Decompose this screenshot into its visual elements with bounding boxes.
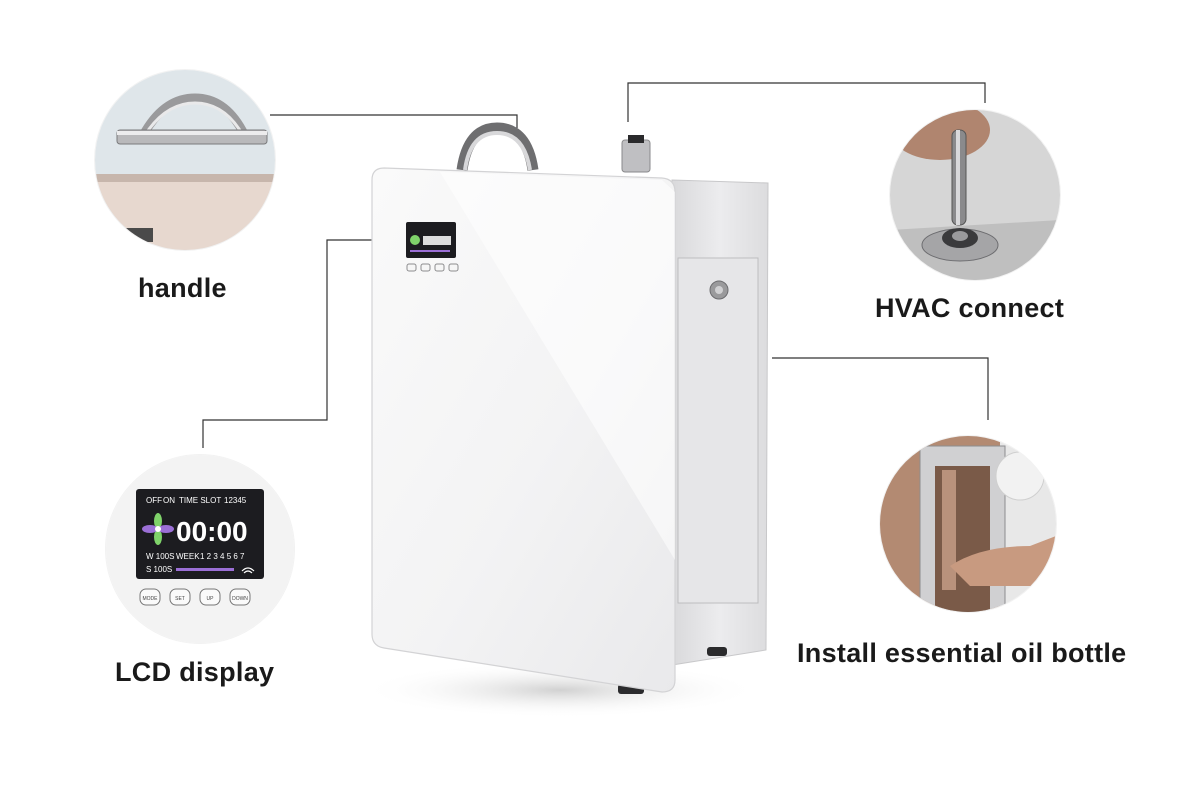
lcd-slots-text: 12345: [224, 496, 247, 505]
down-button-label[interactable]: DOWN: [232, 596, 248, 602]
fan-icon: [142, 513, 174, 545]
handle-label: handle: [138, 273, 227, 303]
lcd-button-row: MODE SET UP DOWN: [139, 588, 251, 606]
oil-label: Install essential oil bottle: [797, 638, 1127, 668]
hvac-leader-line: [627, 82, 986, 122]
mode-button-label[interactable]: MODE: [143, 596, 159, 602]
handle-bar: [456, 122, 539, 171]
lcd-w-text: W 100S: [146, 552, 174, 561]
lcd-label: LCD display: [115, 657, 275, 687]
lcd-screen: [136, 489, 264, 579]
lcd-time-text: 00:00: [176, 516, 248, 547]
device-lcd-fan-icon: [410, 235, 420, 245]
wifi-icon: [241, 567, 255, 574]
device-down-button[interactable]: [448, 263, 459, 272]
device-set-button[interactable]: [420, 263, 431, 272]
lcd-timeslot-text: TIME SLOT: [179, 496, 221, 505]
lcd-leader-line: [202, 239, 372, 448]
device-lcd-bar: [410, 250, 450, 252]
hvac-label: HVAC connect: [875, 293, 1065, 323]
lcd-s-text: S 100S: [146, 565, 172, 574]
device-up-button[interactable]: [434, 263, 445, 272]
handle-highlight: [463, 130, 532, 171]
oil-leader-line: [772, 357, 989, 420]
oil-bottle-closeup-photo: [880, 436, 1056, 612]
lcd-days-text: 1 2 3 4 5 6 7: [200, 552, 245, 561]
device-lcd-time: [423, 236, 451, 245]
foot-back: [707, 647, 727, 656]
diffuser-device: [360, 122, 769, 718]
set-button-label[interactable]: SET: [175, 596, 185, 602]
hvac-closeup-photo: [890, 110, 1060, 280]
handle-closeup-photo: [95, 70, 275, 250]
hvac-nozzle-cap: [628, 135, 644, 143]
glass-reflection: [440, 172, 675, 560]
lcd-week-text: WEEK: [176, 552, 200, 561]
lcd-off-text: OFF: [146, 496, 162, 505]
lcd-on-text: ON: [163, 496, 175, 505]
up-button-label[interactable]: UP: [207, 596, 215, 602]
lcd-closeup-photo: OFF ON TIME SLOT 12345 00:00 W 100S WEEK…: [106, 455, 294, 643]
door-knob-center: [715, 286, 723, 294]
lcd-progress-bar: [176, 568, 234, 571]
hvac-nozzle: [621, 139, 651, 173]
device-mode-button[interactable]: [406, 263, 417, 272]
handle-leader-line: [270, 114, 518, 128]
side-door: [677, 257, 759, 604]
